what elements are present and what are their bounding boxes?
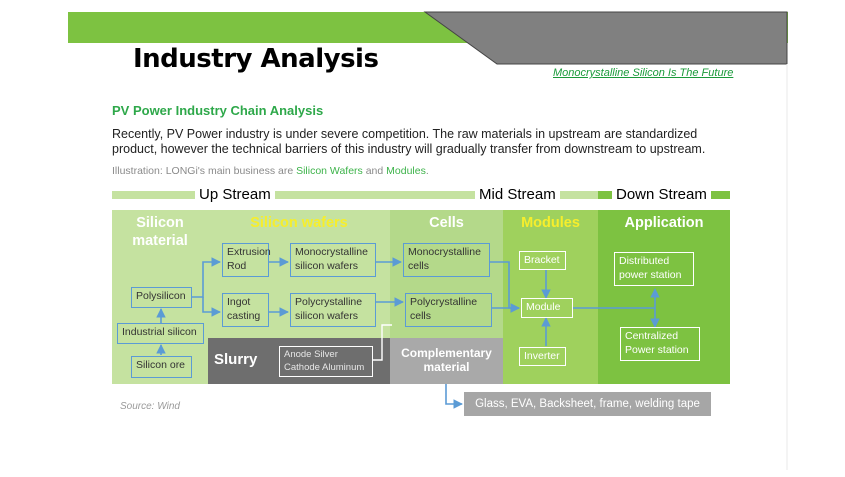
stage-up-label: Up Stream (195, 186, 275, 204)
node-extrusion-rod: Extrusion Rod (222, 243, 271, 277)
node-inverter: Inverter (519, 347, 566, 366)
col-header-text: Silicon material (132, 215, 188, 249)
node-silicon-ore: Silicon ore (131, 356, 192, 378)
node-glass-eva-backsheet: Glass, EVA, Backsheet, frame, welding ta… (464, 392, 711, 416)
slurry-label: Slurry (214, 351, 258, 368)
section-subtitle: PV Power Industry Chain Analysis (112, 103, 324, 118)
connector-anode-to-cells (373, 324, 392, 361)
node-industrial-silicon: Industrial silicon (117, 323, 204, 344)
node-bracket: Bracket (519, 251, 566, 270)
arrow-poly-to-ingot (202, 297, 221, 317)
node-poly-wafers: Polycrystalline silicon wafers (290, 293, 376, 327)
complementary-panel (390, 338, 503, 384)
column-silicon-wafers (208, 210, 390, 338)
node-mono-wafers: Monocrystalline silicon wafers (290, 243, 376, 277)
tagline-link[interactable]: Monocrystalline Silicon Is The Future (553, 67, 734, 79)
stage-band-light (112, 191, 730, 199)
col-header-silicon-wafers: Silicon wafers (250, 215, 348, 231)
column-cells (390, 210, 503, 338)
section-description: Recently, PV Power industry is under sev… (112, 127, 706, 156)
page-title: Industry Analysis (133, 44, 379, 74)
col-header-silicon-material: Silicon material (112, 214, 208, 250)
node-centralized-power-station: Centralized Power station (620, 327, 700, 361)
node-ingot-casting: Ingot casting (222, 293, 269, 327)
source-note: Source: Wind (120, 401, 180, 412)
arrow-poly-to-extrusion (192, 257, 221, 298)
node-distributed-power-station: Distributed power station (614, 252, 694, 286)
node-poly-cells: Polycrystalline cells (405, 293, 492, 327)
illustration-note: Illustration: LONGi's main business are … (112, 165, 429, 177)
stage-mid-label: Mid Stream (475, 186, 560, 204)
arrow-monocells-to-module (490, 261, 520, 313)
illustration-item-modules: Modules (386, 165, 426, 177)
complementary-label: Complementary material (401, 346, 492, 374)
illustration-item-wafers: Silicon Wafers (296, 165, 363, 177)
illustration-prefix: Illustration: LONGi's main business are (112, 165, 297, 177)
col-header-application: Application (624, 215, 704, 231)
node-module: Module (521, 298, 573, 318)
illustration-suffix: . (425, 165, 429, 177)
node-mono-cells: Monocrystalline cells (403, 243, 490, 277)
col-header-cells: Cells (429, 215, 464, 231)
arrow-complementary-to-glass (445, 384, 463, 409)
illustration-and: and (362, 165, 387, 177)
node-polysilicon: Polysilicon (131, 287, 192, 308)
stage-down-label: Down Stream (612, 186, 711, 204)
node-anode-cathode: Anode Silver Cathode Aluminum (279, 346, 373, 377)
col-header-modules: Modules (521, 215, 580, 231)
